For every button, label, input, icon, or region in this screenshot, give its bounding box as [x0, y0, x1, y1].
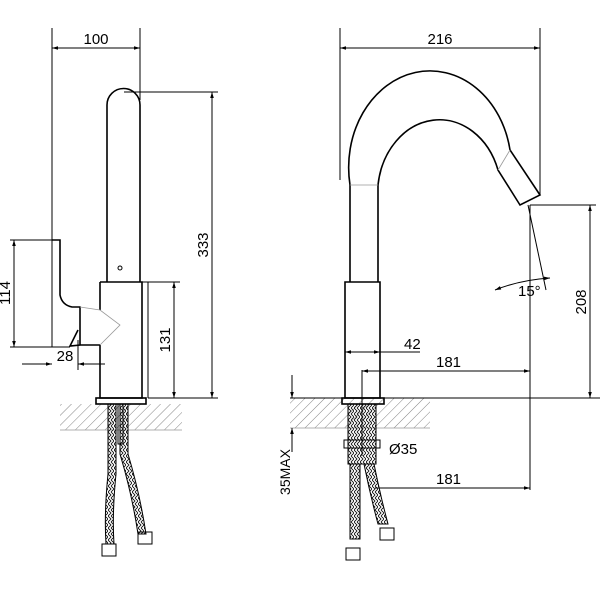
front-view: 216 208 15° 42 181 Ø35 181 35MAX — [277, 28, 600, 561]
aerator-dot — [117, 265, 123, 271]
dim-swivel-angle: 15° — [518, 283, 541, 300]
dim-spout-height: 208 — [573, 289, 590, 314]
side-view: 100 333 131 114 28 — [0, 28, 218, 557]
dim-lever-height: 114 — [0, 281, 14, 305]
hose — [363, 463, 389, 525]
dim-body-height: 131 — [157, 327, 174, 352]
dim-side-height: 333 — [195, 232, 212, 257]
lever-side — [52, 239, 100, 347]
dim-max-thickness: 35MAX — [277, 448, 293, 495]
dim-column-width: 42 — [404, 336, 421, 353]
base-plate — [95, 397, 147, 405]
gooseneck-spout — [347, 70, 542, 282]
dim-front-width: 216 — [427, 31, 452, 48]
dim-lever-offset: 28 — [57, 348, 74, 365]
hose — [119, 403, 147, 535]
body-side — [99, 281, 143, 399]
spout-side — [106, 87, 141, 282]
hose — [349, 463, 361, 540]
dim-side-width: 100 — [83, 31, 108, 48]
dim-hole-diameter: Ø35 — [389, 441, 417, 458]
dim-reach: 181 — [436, 354, 461, 371]
dim-reach-below: 181 — [436, 471, 461, 488]
